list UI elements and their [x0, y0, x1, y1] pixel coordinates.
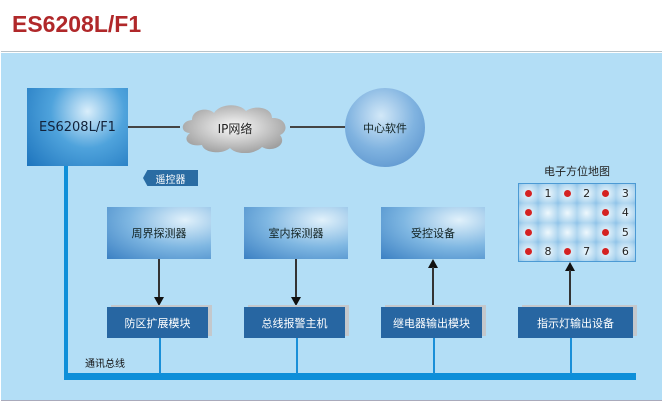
map-cell — [538, 203, 558, 223]
center-software-label: 中心软件 — [363, 121, 407, 135]
bus-alarm-host: 总线报警主机 — [244, 307, 345, 338]
map-cell — [519, 222, 539, 242]
map-cell: 8 — [538, 241, 558, 261]
map-cell: 6 — [615, 241, 635, 261]
indicator-dot-icon — [525, 209, 533, 217]
indicator-dot-icon — [602, 228, 610, 236]
perimeter-detector: 周界探测器 — [107, 207, 211, 259]
main-unit-label: ES6208L/F1 — [39, 119, 116, 135]
map-cell — [557, 241, 577, 261]
indicator-dot-icon — [563, 190, 571, 198]
map-cell — [519, 241, 539, 261]
map-cell — [519, 203, 539, 223]
cloud-icon — [182, 105, 286, 153]
bus-line-vertical — [64, 166, 68, 380]
indicator-dot-icon — [563, 247, 571, 255]
page-title: ES6208L/F1 — [12, 11, 142, 37]
arrow-line — [158, 259, 160, 299]
zone-expansion-module: 防区扩展模块 — [107, 307, 208, 338]
map-cell: 5 — [615, 222, 635, 242]
bus-connector — [433, 338, 435, 374]
center-software: 中心软件 — [345, 88, 425, 167]
arrow-line — [295, 259, 297, 299]
map-title: 电子方位地图 — [544, 165, 610, 178]
arrow-down-icon — [291, 297, 301, 306]
map-cell — [557, 184, 577, 204]
link-line — [128, 126, 180, 128]
map-cell: 3 — [615, 184, 635, 204]
indicator-dot-icon — [525, 190, 533, 198]
communication-bus — [64, 373, 636, 380]
map-cell — [557, 203, 577, 223]
map-cell: 7 — [577, 241, 597, 261]
map-cell — [596, 241, 616, 261]
main-unit: ES6208L/F1 — [27, 88, 128, 166]
bus-connector — [570, 338, 572, 374]
network-label: IP网络 — [217, 121, 253, 136]
controlled-device: 受控设备 — [381, 207, 485, 259]
arrow-up-icon — [565, 262, 575, 271]
map-cell: 2 — [577, 184, 597, 204]
indicator-output-device: 指示灯输出设备 — [518, 307, 633, 338]
bus-label: 通讯总线 — [85, 359, 125, 370]
map-cell — [577, 222, 597, 242]
arrow-down-icon — [154, 297, 164, 306]
map-cell: 1 — [538, 184, 558, 204]
map-cell: 4 — [615, 203, 635, 223]
map-cell — [557, 222, 577, 242]
arrow-line — [432, 267, 434, 307]
bus-connector — [296, 338, 298, 374]
indoor-detector: 室内探测器 — [244, 207, 348, 259]
map-cell — [596, 184, 616, 204]
indicator-dot-icon — [525, 247, 533, 255]
remote-control-tag: 遥控器 — [143, 170, 198, 186]
header: ES6208L/F1 — [1, 1, 662, 52]
map-cell — [596, 222, 616, 242]
map-cell — [577, 203, 597, 223]
indicator-dot-icon — [602, 209, 610, 217]
map-cell — [596, 203, 616, 223]
map-cell — [538, 222, 558, 242]
link-line — [290, 126, 346, 128]
indicator-dot-icon — [602, 247, 610, 255]
relay-output-module: 继电器输出模块 — [381, 307, 482, 338]
bus-connector — [159, 338, 161, 374]
indicator-dot-icon — [525, 228, 533, 236]
arrow-line — [569, 270, 571, 307]
map-cell — [519, 184, 539, 204]
arrow-up-icon — [428, 259, 438, 268]
indicator-dot-icon — [602, 190, 610, 198]
